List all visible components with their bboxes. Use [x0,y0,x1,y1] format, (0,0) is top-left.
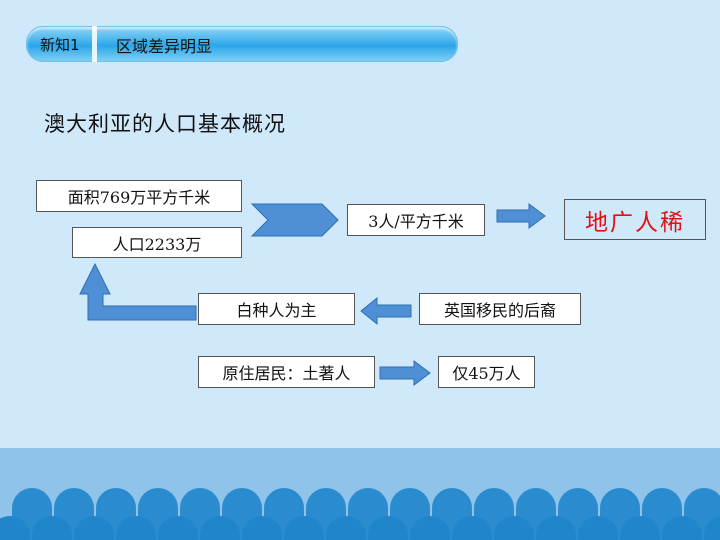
header-bar [26,26,458,62]
wave-scallop [620,516,660,540]
header-divider [92,26,97,62]
wave-scallop [116,516,156,540]
wave-scallop [326,516,366,540]
wave-scallop [452,516,492,540]
chevron-arrow-icon [250,203,339,237]
wave-scallop [158,516,198,540]
wave-scallop [32,516,72,540]
wave-scallop [704,516,720,540]
section-topic: 区域差异明显 [116,37,213,56]
wave-scallop [242,516,282,540]
origin-box: 英国移民的后裔 [419,293,581,325]
natives-box: 原住居民：土著人 [198,356,375,388]
wave-scallop [410,516,450,540]
wave-scallop [494,516,534,540]
area-box: 面积769万平方千米 [36,180,242,212]
wave-scallop [200,516,240,540]
wave-scallop [662,516,702,540]
section-tag: 新知1 [40,36,80,54]
up-arrow-icon [79,262,197,321]
page-heading: 澳大利亚的人口基本概况 [44,112,286,136]
wave-scallop [284,516,324,540]
density-box: 3人/平方千米 [347,204,485,236]
left-arrow-icon [360,296,412,326]
wave-scallop [578,516,618,540]
right-arrow-icon [379,360,431,386]
native-count-box: 仅45万人 [438,356,535,388]
wave-scallop [368,516,408,540]
wave-row-front [0,516,720,540]
majority-box: 白种人为主 [198,293,355,325]
wave-scallop [74,516,114,540]
wave-scallop [536,516,576,540]
right-arrow-icon [496,203,546,229]
population-box: 人口2233万 [72,227,242,258]
footer-wave-decoration [0,448,720,540]
wave-scallop [0,516,30,540]
conclusion-box: 地广人稀 [564,199,706,240]
